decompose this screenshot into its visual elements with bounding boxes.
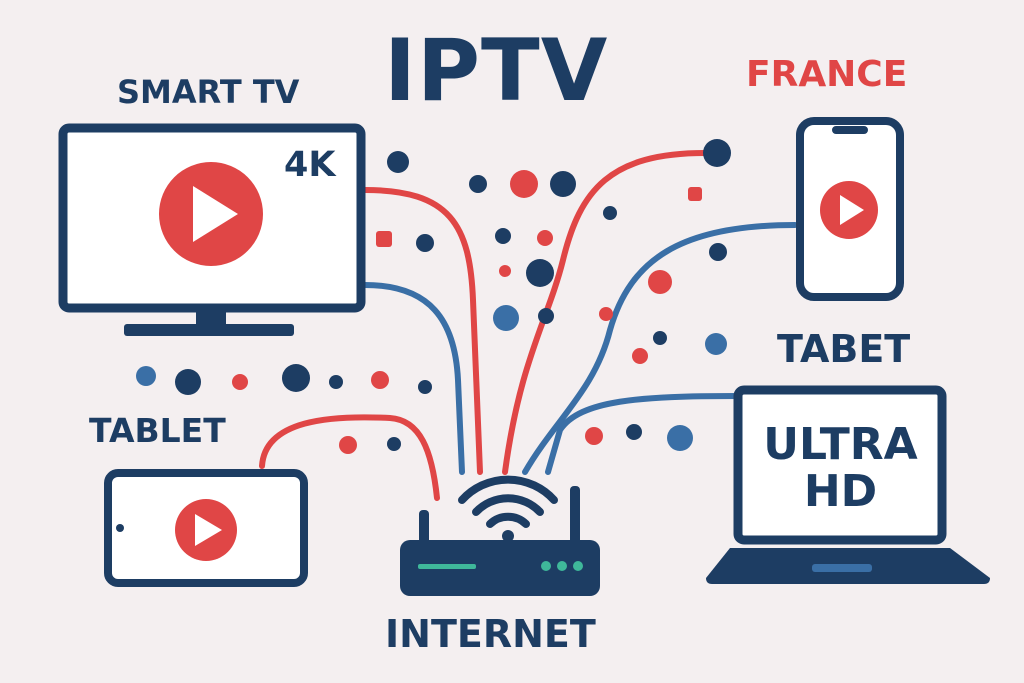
label-tablet: TABLET [89,411,226,450]
dot [667,425,693,451]
dot-phone-end [703,139,731,167]
dot [416,234,434,252]
dot [339,436,357,454]
dot [387,437,401,451]
dot [493,305,519,331]
label-france: FRANCE [746,54,908,95]
dot-square [688,187,702,201]
label-4k: 4K [284,145,336,185]
dot [599,307,613,321]
tv-icon [58,123,366,336]
label-ultra-hd: ULTRA HD [763,419,918,517]
dot [282,364,310,392]
wifi-icon [458,475,558,542]
router-icon [400,486,600,596]
dot [329,375,343,389]
dot [469,175,487,193]
dot [550,171,576,197]
dot [526,259,554,287]
line-phone-blue [522,222,798,475]
dot [232,374,248,390]
page-title: IPTV [384,21,609,121]
tablet-icon [104,469,308,587]
connection-lines [259,150,798,501]
dot [653,331,667,345]
dot [510,170,538,198]
dot [538,308,554,324]
dot-square [376,231,392,247]
line-phone-red [502,150,708,475]
dot [175,369,201,395]
dot [705,333,727,355]
phone-icon [796,117,904,301]
dot [585,427,603,445]
dot [387,151,409,173]
label-smart-tv: SMART TV [117,73,300,111]
dot [626,424,642,440]
play-icon [820,181,878,239]
dot [709,243,727,261]
dot [136,366,156,386]
dot [418,380,432,394]
line-tv-red [362,187,483,475]
dot [499,265,511,277]
play-icon [175,499,237,561]
label-internet: INTERNET [385,612,596,656]
laptop-icon [706,385,990,584]
line-tv-blue [362,282,465,475]
dot [495,228,511,244]
dot [371,371,389,389]
dot [648,270,672,294]
label-tabet: TABET [777,327,911,371]
line-tablet-red [259,414,440,501]
dot [537,230,553,246]
dot [603,206,617,220]
line-laptop-blue [545,393,741,475]
data-dots [136,139,731,454]
dot [632,348,648,364]
play-icon [159,162,263,266]
